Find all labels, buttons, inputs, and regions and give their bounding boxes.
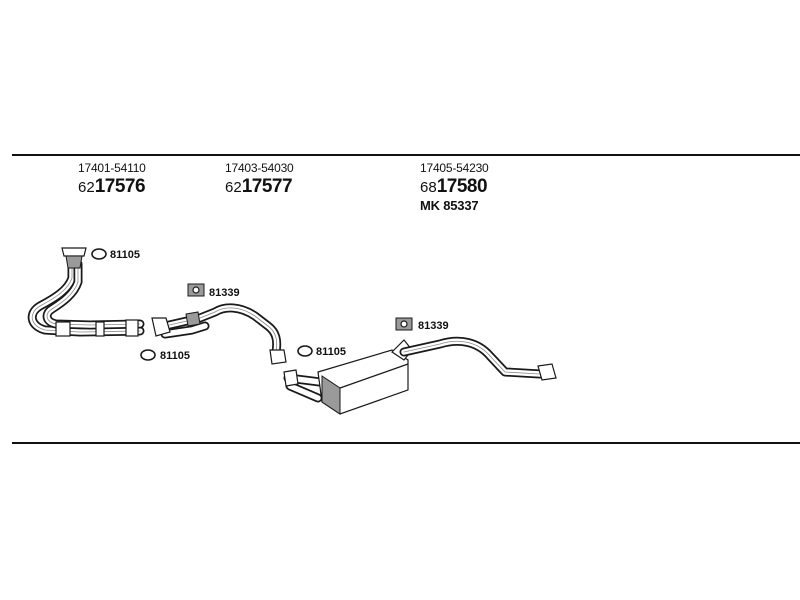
muffler-inlet-flange — [283, 369, 299, 387]
part-code-prefix: 68 — [420, 179, 437, 196]
center-pipe — [151, 303, 287, 365]
rubber-mount-hole — [192, 286, 200, 294]
part-code-prefix: 62 — [225, 179, 242, 196]
muffler-end-cap — [321, 375, 341, 415]
mount-right-label: 81339 — [418, 320, 449, 332]
front-pipe-joint — [55, 321, 71, 337]
rubber-mount-hole — [400, 320, 408, 328]
center-pipe-outlet-flange — [269, 349, 287, 365]
front-pipe-flange — [61, 247, 87, 257]
oem-number: 17401-54110 — [78, 161, 146, 175]
gasket-ring — [140, 349, 156, 361]
front-pipe-bracket — [95, 321, 105, 337]
front-pipe — [27, 247, 145, 337]
gasket-bottom-left-label: 81105 — [160, 350, 190, 362]
top-divider — [12, 154, 800, 156]
front-pipe-outlet-sleeve — [125, 319, 139, 337]
gasket-middle-label: 81105 — [316, 346, 346, 358]
tailpipe-tip — [537, 363, 557, 381]
part-code-main: 17580 — [436, 176, 488, 197]
center-pipe-inlet-flange — [151, 317, 171, 337]
oem-number: 17403-54030 — [225, 161, 294, 175]
gasket-middle: 81105 — [297, 345, 346, 358]
part-code-main: 17576 — [94, 176, 146, 197]
mount-left: 81339 — [187, 283, 240, 299]
rear-muffler-assembly — [283, 336, 557, 415]
gasket-top-label: 81105 — [110, 249, 140, 261]
gasket-ring — [91, 248, 107, 260]
part-code: 6817580 — [420, 177, 489, 196]
part-code-main: 17577 — [241, 176, 293, 197]
gasket-ring — [297, 345, 313, 357]
part-code-prefix: 62 — [78, 179, 95, 196]
part-code: 6217576 — [78, 177, 146, 196]
mount-right: 81339 — [395, 317, 449, 332]
gasket-bottom-left: 81105 — [140, 349, 190, 362]
mount-left-label: 81339 — [209, 287, 240, 299]
part-code: 6217577 — [225, 177, 294, 196]
part-group-center-pipe: 17403-54030 6217577 — [225, 162, 294, 196]
center-pipe-clamp — [185, 311, 201, 327]
part-group-rear-muffler: 17405-54230 6817580 MK 85337 — [420, 162, 489, 212]
mounting-kit-number: MK 85337 — [420, 198, 479, 213]
bottom-divider — [12, 442, 800, 444]
front-pipe-collar — [65, 255, 83, 269]
oem-number: 17405-54230 — [420, 161, 489, 175]
part-group-front-pipe: 17401-54110 6217576 — [78, 162, 146, 196]
gasket-top: 81105 — [91, 248, 140, 261]
